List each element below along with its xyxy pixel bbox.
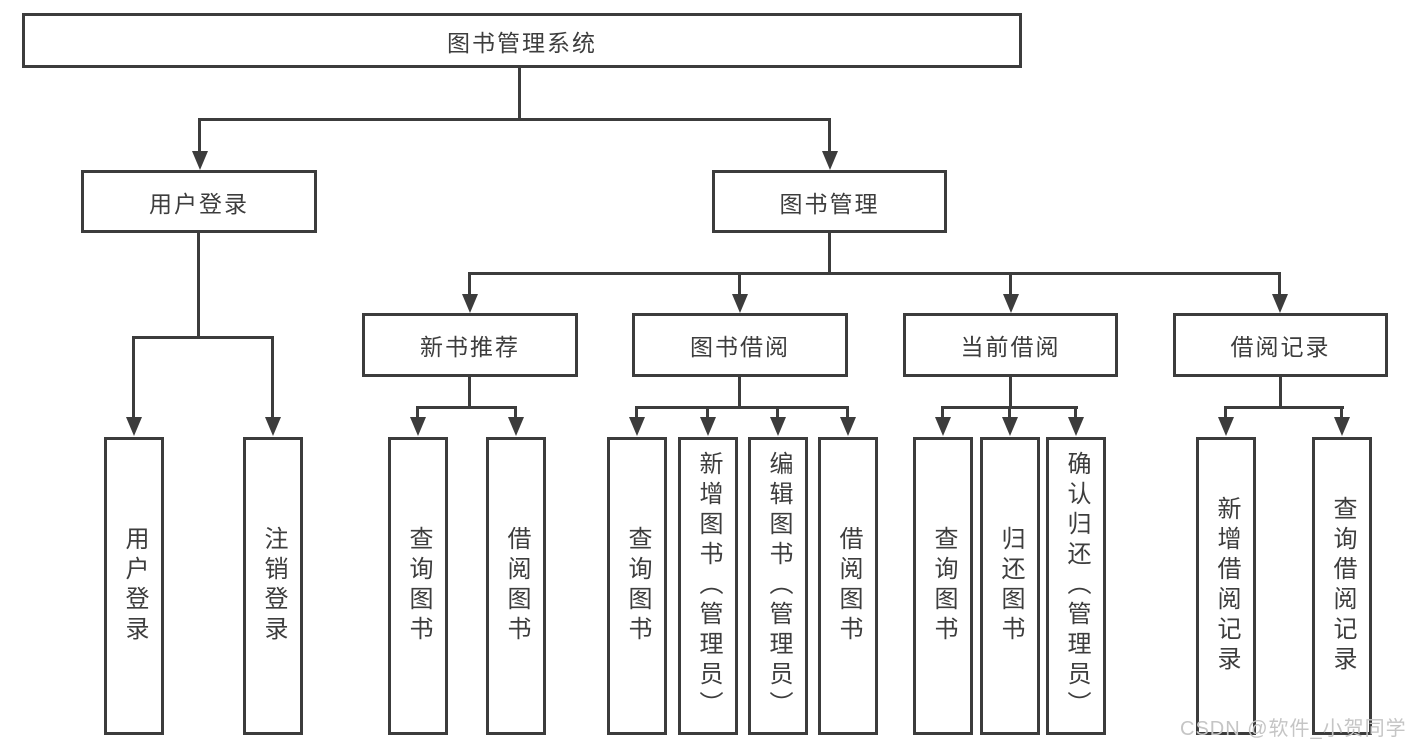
arrow-down-icon	[1002, 417, 1018, 436]
connector-drop	[416, 406, 419, 419]
arrow-down-icon	[1272, 294, 1288, 313]
leaf-borrow-books: 借阅图书	[818, 437, 878, 735]
arrow-down-icon	[822, 151, 838, 170]
leaf-add-borrow-record: 新增借阅记录	[1196, 437, 1256, 735]
leaf-label: 新增借阅记录	[1213, 496, 1240, 676]
connector-drop	[846, 406, 849, 419]
arrow-down-icon	[462, 294, 478, 313]
connector-drop	[1009, 272, 1012, 296]
leaf-label: 编辑图书（管理员）	[765, 451, 792, 721]
leaf-label: 新增图书（管理员）	[695, 451, 722, 721]
node-root: 图书管理系统	[22, 13, 1022, 68]
connector-user-login-drop	[198, 118, 201, 154]
leaf-label: 注销登录	[260, 526, 287, 646]
connector-drop	[776, 406, 779, 419]
leaf-query-books: 查询图书	[607, 437, 667, 735]
connector-drop	[941, 406, 944, 419]
leaf-add-books-admin: 新增图书（管理员）	[678, 437, 738, 735]
leaf-label: 查询图书	[930, 526, 957, 646]
connector-book-borrow-stem	[738, 377, 741, 409]
arrow-down-icon	[732, 294, 748, 313]
node-current-borrowing-label: 当前借阅	[960, 334, 1061, 360]
leaf-user-login: 用户登录	[104, 437, 164, 735]
connector-drop	[514, 406, 517, 419]
arrow-down-icon	[1003, 294, 1019, 313]
leaf-label: 借阅图书	[835, 526, 862, 646]
connector-drop	[1278, 272, 1281, 296]
arrow-down-icon	[1218, 417, 1234, 436]
arrow-down-icon	[840, 417, 856, 436]
connector-drop	[271, 336, 274, 419]
leaf-label: 借阅图书	[503, 526, 530, 646]
leaf-query-borrow-record: 查询借阅记录	[1312, 437, 1372, 735]
leaf-label: 查询图书	[624, 526, 651, 646]
connector-drop	[468, 272, 471, 296]
node-borrow-records-label: 借阅记录	[1230, 334, 1331, 360]
connector-current-borrow-stem	[1009, 377, 1012, 409]
arrow-down-icon	[508, 417, 524, 436]
node-root-label: 图书管理系统	[447, 29, 597, 56]
connector-new-book-rail	[416, 406, 517, 409]
connector-borrow-record-rail	[1224, 406, 1344, 409]
leaf-query-books: 查询图书	[913, 437, 973, 735]
leaf-return-books: 归还图书	[980, 437, 1040, 735]
arrow-down-icon	[700, 417, 716, 436]
node-book-borrowing-label: 图书借阅	[690, 334, 790, 360]
leaf-logout: 注销登录	[243, 437, 303, 735]
connector-drop	[706, 406, 709, 419]
node-user-login: 用户登录	[81, 170, 317, 233]
node-user-login-label: 用户登录	[149, 190, 249, 217]
leaf-label: 归还图书	[997, 526, 1024, 646]
arrow-down-icon	[192, 151, 208, 170]
connector-drop	[1008, 406, 1011, 419]
arrow-down-icon	[770, 417, 786, 436]
leaf-query-books: 查询图书	[388, 437, 448, 735]
arrow-down-icon	[1068, 417, 1084, 436]
connector-user-login-rail	[132, 336, 274, 339]
connector-level2-rail	[468, 272, 1281, 275]
arrow-down-icon	[629, 417, 645, 436]
node-borrow-records: 借阅记录	[1173, 313, 1388, 377]
arrow-down-icon	[1334, 417, 1350, 436]
leaf-label: 确认归还（管理员）	[1063, 451, 1090, 721]
arrow-down-icon	[126, 417, 142, 436]
connector-drop	[1074, 406, 1077, 419]
connector-drop	[1340, 406, 1343, 419]
arrow-down-icon	[265, 417, 281, 436]
connector-new-book-stem	[468, 377, 471, 409]
leaf-label: 查询借阅记录	[1329, 496, 1356, 676]
leaf-edit-books-admin: 编辑图书（管理员）	[748, 437, 808, 735]
node-book-management: 图书管理	[712, 170, 947, 233]
connector-book-mgmt-stem	[828, 233, 831, 275]
leaf-borrow-books: 借阅图书	[486, 437, 546, 735]
connector-drop	[1224, 406, 1227, 419]
connector-level1-rail	[198, 118, 831, 121]
node-book-management-label: 图书管理	[779, 190, 880, 217]
leaf-confirm-return-admin: 确认归还（管理员）	[1046, 437, 1106, 735]
connector-book-borrow-rail	[635, 406, 849, 409]
node-new-book-recommend: 新书推荐	[362, 313, 578, 377]
leaf-label: 用户登录	[121, 526, 148, 646]
node-new-book-recommend-label: 新书推荐	[420, 334, 520, 360]
connector-user-login-stem	[197, 233, 200, 336]
connector-book-mgmt-drop	[828, 118, 831, 154]
connector-root-stem	[518, 67, 521, 118]
csdn-watermark: CSDN @软件_小贺同学	[1180, 718, 1405, 740]
arrow-down-icon	[935, 417, 951, 436]
connector-drop	[738, 272, 741, 296]
node-book-borrowing: 图书借阅	[632, 313, 848, 377]
connector-borrow-record-stem	[1279, 377, 1282, 409]
connector-drop	[132, 336, 135, 419]
connector-drop	[635, 406, 638, 419]
arrow-down-icon	[410, 417, 426, 436]
node-current-borrowing: 当前借阅	[903, 313, 1118, 377]
leaf-label: 查询图书	[405, 526, 432, 646]
